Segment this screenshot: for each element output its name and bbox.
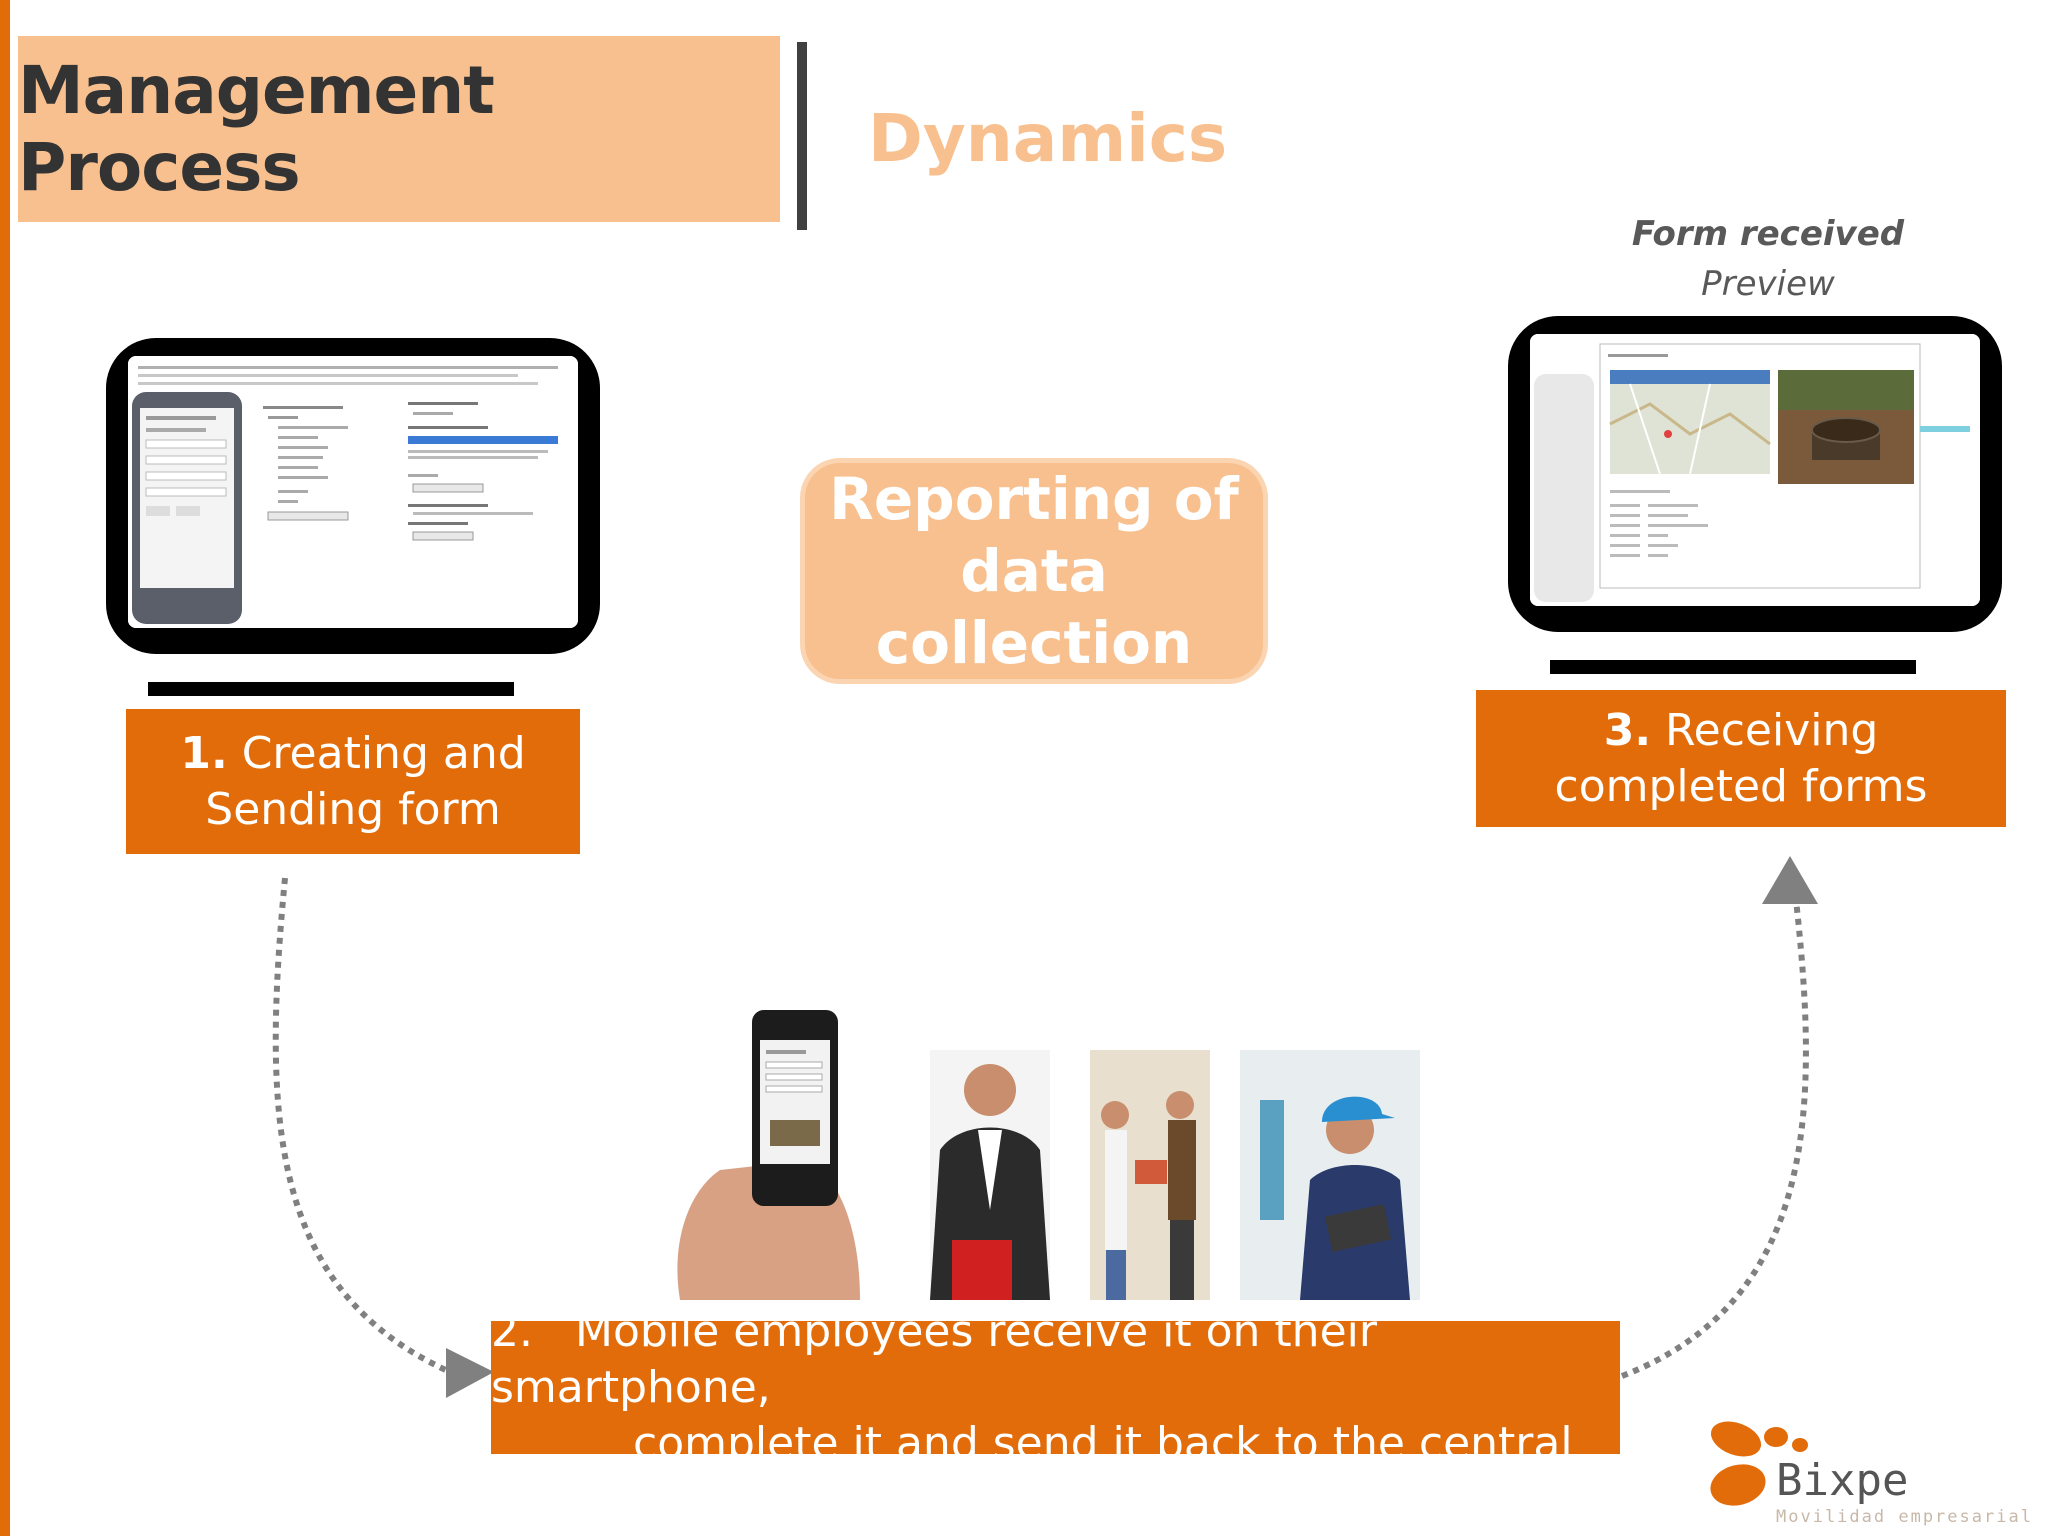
step3-line1: Receiving: [1665, 704, 1879, 756]
form-builder-screen: [128, 356, 578, 628]
arrow-head-to-step2: [446, 1348, 494, 1398]
page-subtitle: Dynamics: [868, 100, 1228, 177]
page-title: Management Process: [18, 52, 495, 206]
bixpe-logo-icon: [1710, 1421, 1808, 1506]
step2-box: 2.Mobile employees receive it on their s…: [491, 1306, 1620, 1469]
step1-line2: Sending form: [205, 783, 501, 835]
step2-line1: Mobile employees receive it on their sma…: [491, 1305, 1377, 1413]
process-center-box: Reporting of data collection: [800, 458, 1268, 684]
step2-number: 2.: [491, 1305, 533, 1357]
creator-monitor-stand: [148, 682, 514, 696]
step3-line2: completed forms: [1554, 760, 1928, 812]
step3-number: 3.: [1603, 704, 1652, 756]
receiver-monitor-stand: [1550, 660, 1916, 674]
step1-line1: Creating and: [241, 727, 526, 779]
logo-name: Bixpe: [1776, 1455, 1909, 1506]
center-line2: data collection: [875, 537, 1193, 677]
step2-line2: complete it and send it back to the cent…: [633, 1417, 1573, 1469]
preview-caption-title: Form received: [1631, 214, 1905, 254]
form-builder-illustration: [128, 356, 578, 628]
receiver-monitor: [1508, 316, 2002, 632]
step3-box: 3. Receiving completed forms: [1476, 690, 2006, 827]
logo-tagline: Movilidad empresarial: [1776, 1507, 2033, 1527]
form-preview-screen: [1530, 334, 1980, 606]
arrow-head-to-step3: [1762, 856, 1818, 904]
mobile-workers-photo: [660, 1010, 1440, 1310]
title-banner: Management Process: [18, 36, 780, 222]
step1-box: 1. Creating and Sending form: [126, 709, 580, 854]
creator-monitor: [106, 338, 600, 654]
step1-number: 1.: [180, 727, 228, 779]
bixpe-logo: Bixpe Movilidad empresarial: [1700, 1415, 2040, 1530]
form-preview-illustration: [1530, 334, 1980, 606]
arrow-step2-to-step3: [1620, 899, 1809, 1379]
arrow-step1-to-step2: [272, 877, 452, 1375]
left-accent-bar: [0, 0, 10, 1536]
center-line1: Reporting of: [829, 465, 1239, 533]
preview-caption-sub: Preview: [1701, 264, 1835, 304]
title-divider: [797, 42, 807, 230]
